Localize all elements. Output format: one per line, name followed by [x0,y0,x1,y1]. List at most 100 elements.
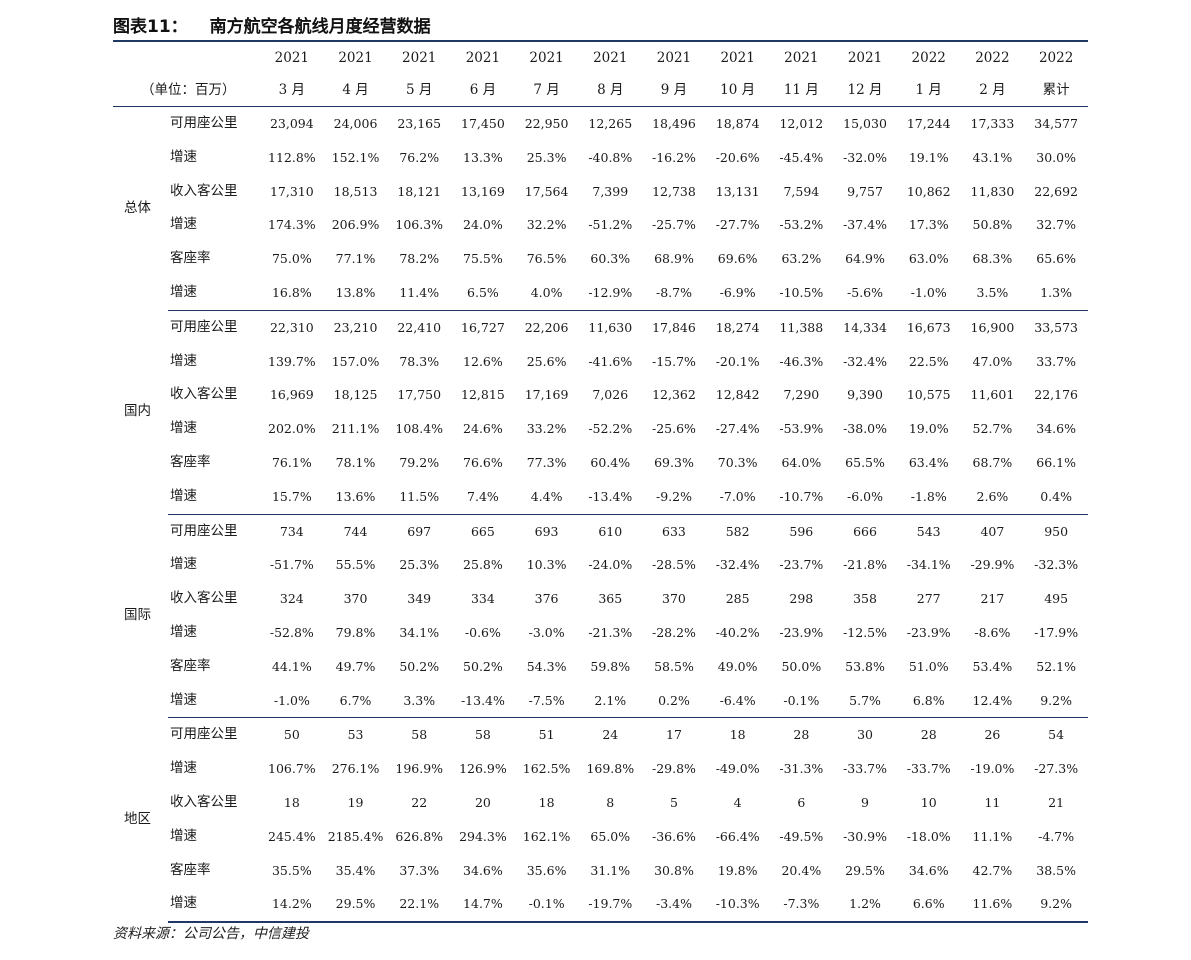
table-cell: 162.5% [522,761,571,777]
metric-label: 客座率 [170,453,211,470]
table-cell: 31.1% [590,862,631,878]
table-cell: 23,210 [333,319,378,335]
table-cell: 66.1% [1036,454,1076,470]
table-cell: 22,410 [397,319,442,335]
table-cell: 34,577 [1034,116,1078,131]
table-cell: 76.2% [399,149,440,165]
table-cell: 24.0% [463,217,503,233]
section-label: 国际 [124,607,151,624]
table-cell: 51 [538,727,555,743]
table-cell: -32.4% [843,353,887,369]
table-cell: -23.9% [779,624,824,640]
table-cell: 112.8% [268,149,316,165]
table-cell: 16.8% [260,275,324,311]
table-cell: 3.5% [960,275,1025,311]
table-cell: 7,594 [783,183,820,199]
table-cell: 50.2% [463,658,503,674]
table-cell: 28 [793,727,810,743]
table-cell: 65.5% [845,454,885,470]
table-cell: 18 [538,794,555,810]
table-cell: 79.8% [335,624,376,640]
table-cell: 202.0% [268,421,316,437]
table-cell: 12,265 [588,116,633,131]
table-cell: -30.9% [843,828,887,844]
table-cell: 10 [920,794,937,810]
table-cell: 19.8% [717,862,758,878]
table-cell: 543 [916,523,941,539]
metric-label: 可用座公里 [170,726,238,743]
table-cell: 285 [725,591,750,607]
table-cell: 21 [1048,794,1065,810]
table-cell: -6.9% [705,275,770,311]
table-cell: 298 [789,591,814,607]
table-cell: 211.1% [331,421,380,437]
table-cell: 1.2% [833,887,897,924]
table-cell: 53.8% [845,658,885,674]
table-cell: -28.5% [652,557,696,573]
table-cell: -12.9% [578,275,643,311]
table-cell: 60.4% [590,454,631,470]
table-cell: -33.7% [843,761,887,777]
table-cell: 42.7% [972,862,1013,878]
table-cell: -33.7% [906,761,951,777]
table-cell: 78.2% [399,251,440,267]
table-cell: -23.9% [906,624,951,640]
table-cell: -32.0% [843,149,887,165]
metric-label: 增速 [170,827,197,844]
table-cell: 22,310 [269,319,314,335]
metric-label: 增速 [170,623,197,640]
table-cell: 22 [411,794,428,810]
table-cell: 276.1% [331,761,380,777]
table-cell: -36.6% [652,828,696,844]
table-cell: 65.0% [590,828,631,844]
table-cell: 4.0% [514,275,579,311]
table-cell: 12.4% [960,683,1025,719]
table-cell: 25.8% [463,557,503,573]
table-cell: 49.0% [717,658,758,674]
col-year-header: 2021 [465,50,501,66]
table-cell: 76.5% [526,251,567,267]
table-cell: 666 [853,523,877,539]
table-cell: 54.3% [526,658,567,674]
table-cell: 54 [1048,727,1065,743]
metric-label: 收入客公里 [170,182,238,199]
table-cell: 38.5% [1036,862,1076,878]
table-cell: 18,513 [333,183,378,199]
table-cell: 6 [797,794,806,810]
table-cell: 35.4% [335,862,376,878]
table-cell: -34.1% [906,557,951,573]
table-cell: 4 [733,794,742,810]
table-cell: 6.6% [896,887,961,924]
col-month-header: 6 月 [451,74,515,107]
table-cell: 55.5% [335,557,376,573]
table-cell: 52.7% [972,421,1013,437]
table-cell: 53 [347,727,364,743]
table-cell: -3.0% [528,624,565,640]
table-cell: 16,673 [906,319,951,335]
col-year-header: 2021 [274,50,310,66]
table-cell: 11.6% [960,887,1025,924]
table-cell: 18,496 [652,116,696,131]
table-cell: 12,362 [652,387,696,403]
metric-label: 增速 [170,556,197,573]
table-cell: 70.3% [717,454,758,470]
table-cell: 13,169 [461,183,505,199]
table-cell: 30 [857,727,873,743]
table-cell: 18,125 [333,387,378,403]
table-cell: 245.4% [268,828,316,844]
table-cell: 44.1% [271,658,312,674]
table-cell: -7.5% [514,683,579,719]
table-cell: 12.6% [463,353,503,369]
table-cell: 35.5% [271,862,312,878]
table-cell: 22.1% [387,887,452,924]
table-cell: -24.0% [588,557,633,573]
table-cell: 35.6% [526,862,567,878]
table-cell: -13.4% [578,479,643,515]
